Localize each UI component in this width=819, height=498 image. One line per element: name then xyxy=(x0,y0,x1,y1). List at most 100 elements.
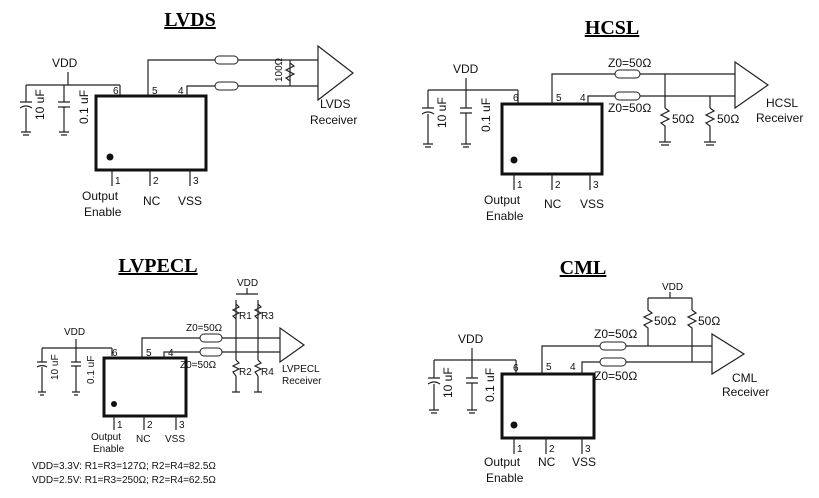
lvpecl-output-label: Output xyxy=(91,432,121,443)
lvds-receiver-symbol xyxy=(317,44,354,102)
lvpecl-diagram: LVPECL VDD 10 uF 0.1 uF 6 5 4 VDD Z0=50Ω… xyxy=(32,255,322,486)
cml-diagram: CML VDD 10 uF 0.1 uF 6 5 4 VDD Z0=50Ω Z0… xyxy=(427,257,769,485)
cml-cap-01uf xyxy=(466,360,478,414)
hcsl-vdd-rail xyxy=(428,78,519,104)
cml-pin4: 4 xyxy=(570,362,576,373)
lvds-enable-label: Enable xyxy=(84,205,122,219)
lvpecl-receiver-name: LVPECL xyxy=(282,364,320,375)
lvds-diagram: LVDS VDD 10 uF 0.1 uF 6 5 4 100Ω LVDS Re… xyxy=(19,9,357,219)
cml-cap-10uf xyxy=(427,360,441,414)
lvds-cap-01uf-label: 0.1 uF xyxy=(77,90,91,124)
lvds-pin6: 6 xyxy=(113,86,119,97)
lvpecl-receiver-symbol xyxy=(279,326,306,364)
lvpecl-cap-10uf-label: 10 uF xyxy=(50,354,61,380)
lvpecl-vdd-top-label: VDD xyxy=(237,278,258,289)
lvds-vdd-rail xyxy=(26,72,121,96)
cml-oscillator-package xyxy=(500,372,596,440)
lvds-oscillator-package xyxy=(94,94,208,172)
hcsl-bottom-pins xyxy=(513,174,591,190)
hcsl-transmission-line-n xyxy=(614,91,641,101)
lvpecl-nc-label: NC xyxy=(136,434,150,445)
hcsl-pin3: 3 xyxy=(593,180,599,191)
cml-z0-label-p: Z0=50Ω xyxy=(594,327,637,341)
cml-enable-label: Enable xyxy=(486,471,524,485)
lvds-pin1-dot xyxy=(106,153,114,161)
hcsl-receiver-symbol xyxy=(734,60,770,110)
lvpecl-resistor-r1 xyxy=(231,303,241,320)
cml-vdd-rail xyxy=(434,348,517,374)
lvpecl-vss-label: VSS xyxy=(165,434,185,445)
cml-pin1-dot xyxy=(510,421,518,429)
hcsl-pin6: 6 xyxy=(513,93,519,104)
cml-pin3: 3 xyxy=(585,444,591,455)
hcsl-cap-01uf xyxy=(460,90,472,148)
hcsl-cap-10uf-label: 10 uF xyxy=(435,97,449,128)
cml-transmission-line-n xyxy=(599,357,627,367)
lvds-termination-label: 100Ω xyxy=(274,57,285,82)
lvpecl-pin6: 6 xyxy=(112,348,118,359)
lvpecl-enable-label: Enable xyxy=(93,444,125,455)
hcsl-receiver-name: HCSL xyxy=(766,96,798,110)
hcsl-receiver-label: Receiver xyxy=(756,111,803,125)
lvpecl-oscillator-package xyxy=(102,356,188,418)
hcsl-z0-label-p: Z0=50Ω xyxy=(608,56,651,70)
lvds-transmission-line-p xyxy=(214,55,239,65)
cml-receiver-name: CML xyxy=(732,371,758,385)
cml-z0-label-n: Z0=50Ω xyxy=(594,369,637,383)
lvds-cap-01uf xyxy=(58,85,70,136)
lvds-nc-label: NC xyxy=(143,194,161,208)
hcsl-pin5: 5 xyxy=(556,93,562,104)
lvds-cap-10uf xyxy=(19,85,33,136)
lvds-vss-label: VSS xyxy=(178,194,202,208)
hcsl-enable-label: Enable xyxy=(486,209,524,223)
hcsl-output-label: Output xyxy=(484,193,521,207)
hcsl-nc-label: NC xyxy=(544,197,562,211)
lvpecl-r2-label: R2 xyxy=(239,367,252,378)
hcsl-output-traces xyxy=(551,73,735,146)
cml-vdd-top-label: VDD xyxy=(662,282,683,293)
lvds-receiver-name: LVDS xyxy=(320,97,350,111)
cml-receiver-label: Receiver xyxy=(722,385,769,399)
lvpecl-pin3: 3 xyxy=(179,420,185,431)
lvpecl-bottom-pins xyxy=(113,416,177,430)
hcsl-resistor-2 xyxy=(704,107,716,130)
cml-resistor-2-label: 50Ω xyxy=(698,314,720,328)
lvds-title: LVDS xyxy=(164,9,216,31)
hcsl-diagram: HCSL VDD 10 uF 0.1 uF 6 5 4 Z0=50Ω Z0=50… xyxy=(421,17,803,223)
lvds-pin5: 5 xyxy=(152,86,158,97)
hcsl-pin2: 2 xyxy=(555,180,561,191)
cml-pin5: 5 xyxy=(546,362,552,373)
lvds-output-label: Output xyxy=(82,189,119,203)
cml-output-traces xyxy=(541,292,712,374)
cml-title: CML xyxy=(560,257,607,279)
cml-resistor-2 xyxy=(686,309,698,330)
lvds-output-traces xyxy=(147,59,318,96)
cml-nc-label: NC xyxy=(538,455,556,469)
cml-output-label: Output xyxy=(484,455,521,469)
hcsl-resistor-1 xyxy=(659,107,671,130)
cml-cap-01uf-label: 0.1 uF xyxy=(483,368,497,402)
lvpecl-vdd-label: VDD xyxy=(64,327,85,338)
hcsl-pin1-dot xyxy=(510,156,518,164)
lvds-receiver-label: Receiver xyxy=(310,113,357,127)
lvpecl-receiver-label: Receiver xyxy=(282,376,322,387)
lvpecl-transmission-line-n xyxy=(199,347,223,357)
hcsl-pin4: 4 xyxy=(580,93,586,104)
hcsl-cap-10uf xyxy=(421,90,435,148)
hcsl-vdd-label: VDD xyxy=(453,62,479,76)
cml-resistor-1-label: 50Ω xyxy=(654,314,676,328)
lvpecl-pin1: 1 xyxy=(117,420,123,431)
hcsl-oscillator-package xyxy=(500,102,604,176)
lvpecl-pin1-dot xyxy=(111,401,117,407)
lvpecl-title: LVPECL xyxy=(118,255,197,277)
lvpecl-pin4: 4 xyxy=(168,348,174,359)
lvds-cap-10uf-label: 10 uF xyxy=(33,89,47,120)
cml-receiver-symbol xyxy=(711,332,746,376)
hcsl-z0-label-n: Z0=50Ω xyxy=(608,101,651,115)
lvpecl-cap-10uf xyxy=(36,348,48,396)
cml-resistor-1 xyxy=(642,309,654,330)
cml-bottom-pins xyxy=(513,438,583,454)
hcsl-resistor-2-label: 50Ω xyxy=(717,112,739,126)
lvpecl-note-3v3: VDD=3.3V: R1=R3=127Ω; R2=R4=82.5Ω xyxy=(32,461,216,472)
lvpecl-transmission-line-p xyxy=(199,333,223,343)
